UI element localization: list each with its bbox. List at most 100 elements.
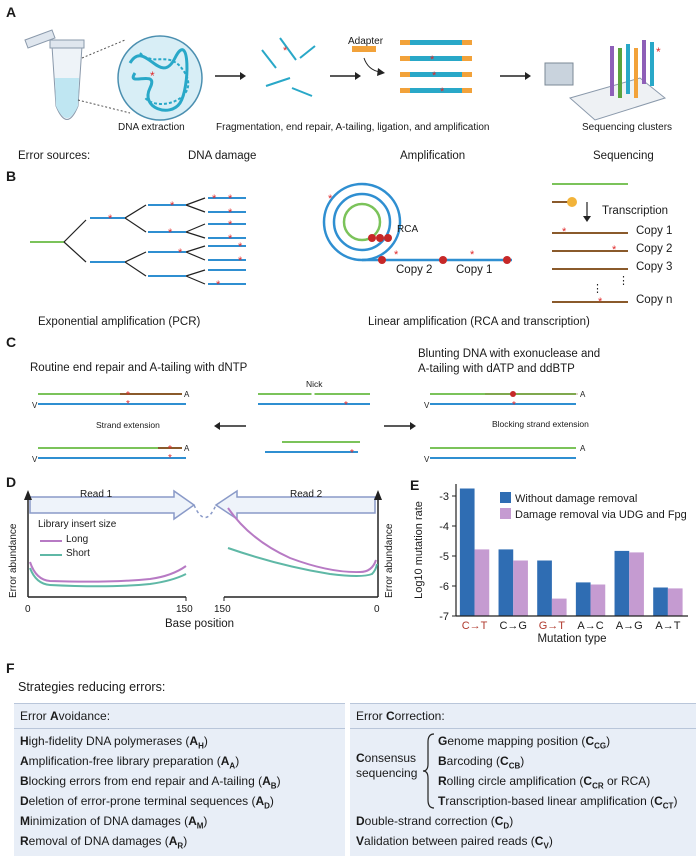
svg-text:*: * bbox=[212, 193, 217, 205]
d-tick-0: 0 bbox=[25, 604, 31, 615]
y-tick-label: -4 bbox=[439, 521, 449, 533]
svg-text:*: * bbox=[228, 193, 233, 205]
label-adapter: Adapter bbox=[348, 36, 384, 47]
correction-header: Error Correction: bbox=[356, 709, 445, 723]
svg-text:*: * bbox=[238, 241, 243, 253]
panel-c-illustration: AV ** AV ** * * AV * AV bbox=[32, 390, 586, 464]
bar-with bbox=[474, 549, 490, 616]
svg-text:*: * bbox=[656, 45, 661, 59]
d-ylabel-left: Error abundance bbox=[8, 523, 19, 599]
avoidance-item: Removal of DNA damages (AR) bbox=[20, 834, 188, 851]
d-read2: Read 2 bbox=[290, 489, 323, 500]
svg-text:*: * bbox=[344, 400, 348, 411]
d-ylabel-right: Error abundance bbox=[384, 523, 395, 599]
label-copy-n: Copy n bbox=[636, 294, 673, 306]
label-src-sequencing: Sequencing bbox=[593, 150, 654, 162]
correction-item: Double-strand correction (CD) bbox=[356, 814, 514, 831]
bar-with bbox=[590, 584, 606, 616]
label-rca-copy2: Copy 2 bbox=[396, 264, 433, 276]
svg-text:V: V bbox=[32, 455, 38, 464]
legend-label: Without damage removal bbox=[515, 493, 637, 505]
bar-with bbox=[551, 598, 567, 616]
legend-label: Damage removal via UDG and Fpg bbox=[515, 509, 687, 521]
svg-text:*: * bbox=[168, 227, 173, 239]
curly-brace bbox=[422, 733, 435, 809]
bar-without bbox=[498, 549, 514, 616]
x-axis-label: Mutation type bbox=[537, 633, 606, 645]
x-tick-label: A→G bbox=[616, 620, 643, 632]
legend-swatch bbox=[500, 508, 511, 519]
legend-swatch bbox=[500, 492, 511, 503]
avoidance-item: High-fidelity DNA polymerases (AH) bbox=[20, 734, 208, 751]
svg-text:*: * bbox=[283, 45, 288, 57]
panel-b-letter: B bbox=[6, 168, 17, 184]
d-tick-150: 150 bbox=[176, 604, 193, 615]
panel-a-illustration: * * * * * * bbox=[24, 29, 667, 121]
label-src-damage: DNA damage bbox=[188, 150, 257, 162]
correction-item: Validation between paired reads (CV) bbox=[356, 834, 553, 851]
avoidance-item: Deletion of error-prone terminal sequenc… bbox=[20, 794, 274, 811]
y-tick-label: -3 bbox=[439, 491, 449, 503]
consensus-item: Transcription-based linear amplification… bbox=[438, 794, 678, 811]
panel-b-illustration: **** **** **** *** *** ⋮⋮ bbox=[30, 182, 629, 308]
c-left-title: Routine end repair and A-tailing with dN… bbox=[30, 362, 248, 374]
d-tick-150b: 150 bbox=[214, 604, 231, 615]
panel-d-plot bbox=[24, 489, 382, 601]
panel-f-letter: F bbox=[6, 660, 15, 676]
svg-text:*: * bbox=[126, 399, 130, 410]
label-error-sources: Error sources: bbox=[18, 150, 91, 162]
d-legend-long-swatch bbox=[40, 540, 62, 542]
svg-text:*: * bbox=[328, 193, 333, 205]
svg-text:V: V bbox=[424, 455, 430, 464]
consensus-item: Barcoding (CCB) bbox=[438, 754, 525, 771]
y-axis-label: Log10 mutation rate bbox=[413, 501, 425, 599]
cell-icon bbox=[117, 35, 203, 121]
svg-text:*: * bbox=[216, 279, 221, 291]
c-right-title-2: A-tailing with dATP and ddBTP bbox=[418, 363, 575, 375]
svg-text:*: * bbox=[598, 296, 603, 308]
svg-text:*: * bbox=[562, 226, 567, 238]
svg-text:*: * bbox=[228, 233, 233, 245]
svg-text:V: V bbox=[424, 401, 430, 410]
panel-e-letter: E bbox=[410, 477, 419, 493]
correction-box: Error Correction: Consensus sequencing G… bbox=[350, 703, 696, 856]
x-tick-label: G→T bbox=[539, 620, 566, 632]
consensus-label-2: sequencing bbox=[356, 766, 418, 780]
c-blocking-ext: Blocking strand extension bbox=[492, 419, 589, 429]
label-library-prep: Fragmentation, end repair, A-tailing, li… bbox=[216, 122, 490, 133]
consensus-item: Genome mapping position (CCG) bbox=[438, 734, 611, 751]
svg-text:*: * bbox=[470, 249, 475, 261]
svg-text:⋮: ⋮ bbox=[618, 275, 629, 287]
y-tick-label: -7 bbox=[439, 611, 449, 623]
y-tick-label: -5 bbox=[439, 551, 449, 563]
x-tick-label: C→G bbox=[499, 620, 527, 632]
svg-text:V: V bbox=[32, 401, 38, 410]
svg-text:*: * bbox=[168, 444, 172, 455]
x-tick-label: A→T bbox=[655, 620, 680, 632]
svg-text:*: * bbox=[178, 247, 183, 259]
svg-text:*: * bbox=[440, 86, 445, 98]
bar-with bbox=[629, 552, 644, 616]
d-legend-short: Short bbox=[66, 548, 90, 559]
label-copy-1: Copy 1 bbox=[636, 225, 673, 237]
svg-text:*: * bbox=[168, 453, 172, 464]
consensus-item: Rolling circle amplification (CCR or RCA… bbox=[438, 774, 651, 791]
avoidance-item: Amplification-free library preparation (… bbox=[20, 754, 240, 771]
svg-text:A: A bbox=[184, 444, 190, 453]
panel-a-letter: A bbox=[6, 4, 17, 20]
bar-without bbox=[614, 550, 630, 616]
c-right-title-1: Blunting DNA with exonuclease and bbox=[418, 348, 601, 360]
d-read1: Read 1 bbox=[80, 489, 113, 500]
svg-text:A: A bbox=[184, 390, 190, 399]
svg-text:A: A bbox=[580, 390, 586, 399]
svg-text:*: * bbox=[430, 54, 435, 66]
svg-text:*: * bbox=[228, 219, 233, 231]
svg-text:*: * bbox=[512, 400, 516, 411]
label-rca-copy1: Copy 1 bbox=[456, 264, 493, 276]
bar-without bbox=[459, 488, 475, 616]
caption-linear: Linear amplification (RCA and transcript… bbox=[368, 316, 590, 328]
label-dna-extraction: DNA extraction bbox=[118, 122, 185, 133]
svg-text:A: A bbox=[580, 444, 586, 453]
label-copy-3: Copy 3 bbox=[636, 261, 673, 273]
